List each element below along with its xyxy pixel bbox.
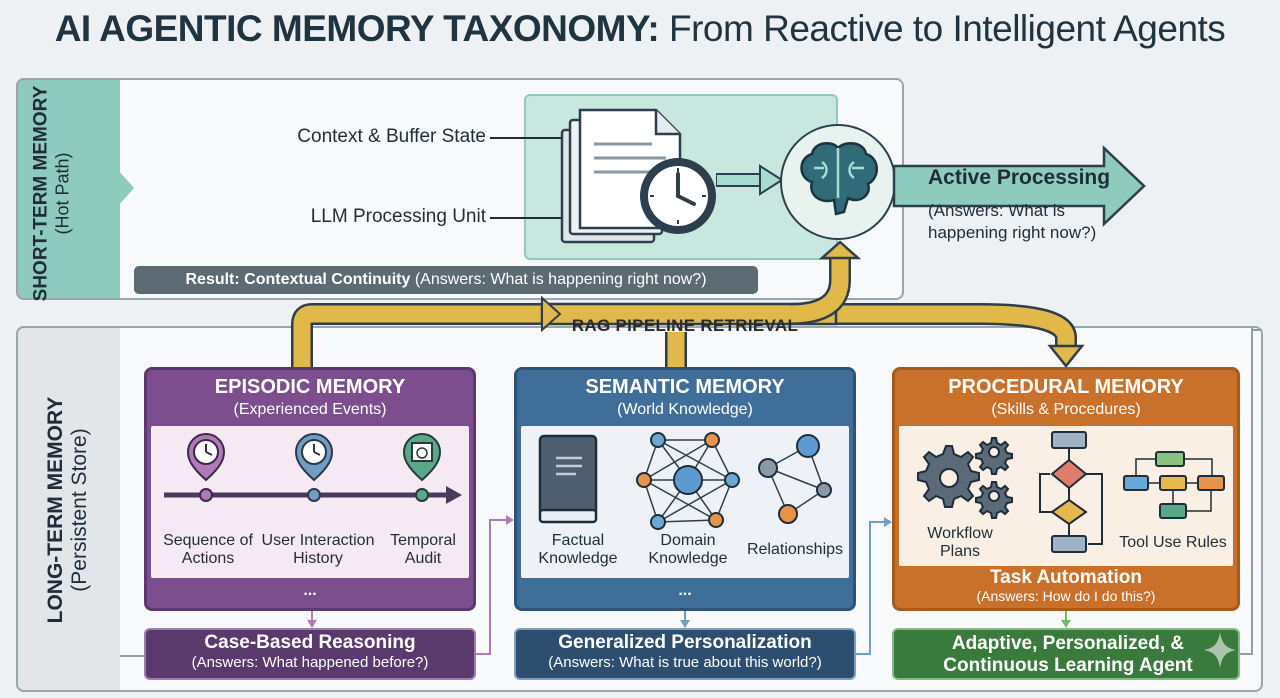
flowchart-icon <box>1039 431 1103 553</box>
book-icon <box>538 434 598 524</box>
tool-rules-diagram-icon <box>1123 451 1225 519</box>
clock-pin-2 <box>294 433 334 502</box>
llm-leader-line <box>490 217 566 219</box>
short-term-notch <box>118 170 134 206</box>
rag-pipeline-arrows <box>291 240 1085 369</box>
tool-use-rules-label: Tool Use Rules <box>1119 534 1227 551</box>
gears-icon <box>917 437 1013 519</box>
document-clock-icon <box>560 108 716 244</box>
generalized-personalization-sub: (Answers: What is true about this world?… <box>548 654 822 671</box>
timeline-icon <box>164 433 462 504</box>
active-processing-title: Active Processing <box>928 166 1111 189</box>
domain-network-icon <box>636 432 740 530</box>
workflow-plans-label: Workflow Plans <box>927 525 993 560</box>
adaptive-agent-box: Adaptive, Personalized, & Continuous Lea… <box>892 628 1240 680</box>
factual-knowledge-label: Factual Knowledge <box>538 532 618 567</box>
long-term-side-band <box>16 326 120 692</box>
result-rest: (Answers: What is happening right now?) <box>410 271 707 288</box>
generalized-personalization-box: Generalized Personalization (Answers: Wh… <box>514 628 856 680</box>
sparkle-icon <box>1204 632 1236 668</box>
relationships-graph-icon <box>758 434 832 524</box>
title-rest: From Reactive to Intelligent Agents <box>659 8 1226 49</box>
episodic-subtitle: (Experienced Events) <box>233 401 387 418</box>
semantic-subtitle: (World Knowledge) <box>617 401 753 418</box>
semantic-title: SEMANTIC MEMORY <box>585 376 785 398</box>
case-based-reasoning-sub: (Answers: What happened before?) <box>191 654 429 671</box>
task-automation-title: Task Automation <box>989 567 1142 588</box>
brain-icon <box>800 141 878 216</box>
active-processing-arrow <box>892 145 1146 227</box>
task-automation-sub: (Answers: How do I do this?) <box>976 588 1156 604</box>
episodic-title: EPISODIC MEMORY <box>214 376 406 398</box>
screen-pin-3 <box>402 433 442 502</box>
case-based-reasoning-title: Case-Based Reasoning <box>204 632 416 653</box>
docs-to-brain-arrow <box>716 164 784 196</box>
sequence-of-actions-label: Sequence of Actions <box>163 532 253 567</box>
episodic-more: ... <box>303 582 317 599</box>
case-based-reasoning-box: Case-Based Reasoning (Answers: What happ… <box>144 628 476 680</box>
page-title: AI AGENTIC MEMORY TAXONOMY: From Reactiv… <box>0 8 1280 50</box>
semantic-more: ... <box>678 582 692 599</box>
user-interaction-history-label: User Interaction History <box>261 532 375 567</box>
result-bar: Result: Contextual Continuity (Answers: … <box>134 266 758 294</box>
clock-pin-1 <box>186 433 226 502</box>
short-term-side-band <box>16 78 120 300</box>
generalized-personalization-title: Generalized Personalization <box>558 632 812 653</box>
llm-unit-label: LLM Processing Unit <box>310 206 486 227</box>
active-processing-sub: (Answers: What is happening right now?) <box>928 201 1097 242</box>
context-buffer-label: Context & Buffer State <box>297 126 486 147</box>
context-leader-line <box>490 137 566 139</box>
rag-pipeline-label: RAG PIPELINE RETRIEVAL <box>571 316 799 335</box>
result-bold: Result: Contextual Continuity <box>185 271 411 288</box>
adaptive-agent-title: Adaptive, Personalized, & Continuous Lea… <box>943 633 1193 676</box>
procedural-subtitle: (Skills & Procedures) <box>991 401 1141 418</box>
domain-knowledge-label: Domain Knowledge <box>648 532 728 567</box>
temporal-audit-label: Temporal Audit <box>390 532 456 567</box>
procedural-title: PROCEDURAL MEMORY <box>948 376 1184 398</box>
title-bold: AI AGENTIC MEMORY TAXONOMY: <box>54 8 660 49</box>
relationships-label: Relationships <box>746 541 844 558</box>
